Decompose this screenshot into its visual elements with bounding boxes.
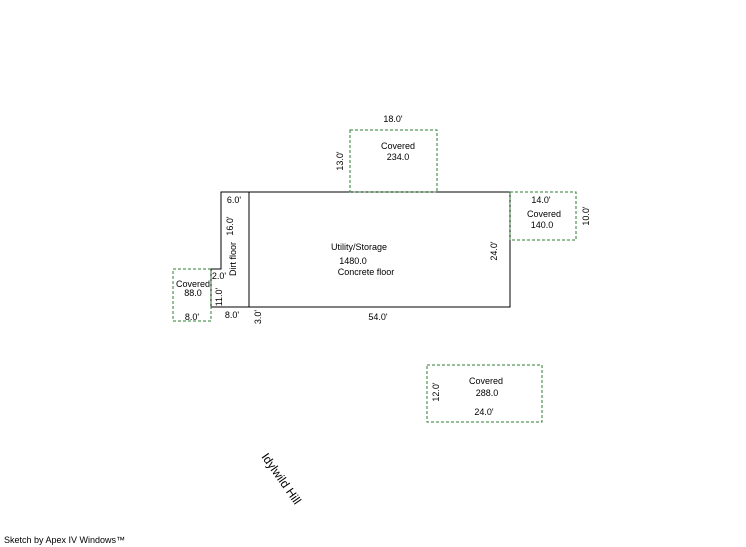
main-area-name: Utility/Storage — [331, 242, 387, 252]
covered-right-depth-dim: 10.0' — [581, 206, 591, 226]
covered-right-label: Covered — [527, 209, 561, 219]
covered-bottom-outline — [426, 364, 543, 423]
main-area-value: 1480.0 — [339, 256, 367, 266]
main-width-dim: 54.0' — [368, 312, 388, 322]
covered-right-outline — [509, 191, 577, 241]
road-label: Idylwild Hill — [259, 450, 305, 507]
covered-left-area: 88.0 — [184, 288, 202, 298]
covered-bottom-depth-dim: 12.0' — [431, 382, 441, 402]
dirt-floor-top-dim: 6.0' — [227, 195, 242, 205]
main-depth-dim: 24.0' — [489, 241, 499, 261]
covered-right-width-dim: 14.0' — [531, 195, 551, 205]
dirt-floor-jog-dim: 2.0' — [212, 271, 227, 281]
covered-right-area: 140.0 — [531, 220, 554, 230]
sketch-credit: Sketch by Apex IV Windows™ — [4, 535, 126, 545]
covered-top-depth-dim: 13.0' — [335, 151, 345, 171]
covered-bottom-area: 288.0 — [476, 388, 499, 398]
covered-left-width-dim: 8.0' — [185, 312, 200, 322]
dirt-floor-label: Dirt floor — [228, 242, 238, 276]
covered-top-width-dim: 18.0' — [383, 114, 403, 124]
covered-bottom-width-dim: 24.0' — [474, 407, 494, 417]
dirt-floor-offset-dim: 3.0' — [253, 310, 263, 325]
dirt-floor-side-dim: 16.0' — [225, 216, 235, 236]
covered-top-outline — [349, 129, 438, 193]
main-area-floor: Concrete floor — [338, 267, 395, 277]
dirt-floor-lower-dim: 11.0' — [214, 287, 224, 306]
covered-bottom-label: Covered — [469, 376, 503, 386]
dirt-floor-bottom-dim: 8.0' — [225, 310, 240, 320]
covered-left-label: Covered — [176, 279, 210, 289]
covered-top-label: Covered — [381, 141, 415, 151]
covered-top-area: 234.0 — [387, 152, 410, 162]
